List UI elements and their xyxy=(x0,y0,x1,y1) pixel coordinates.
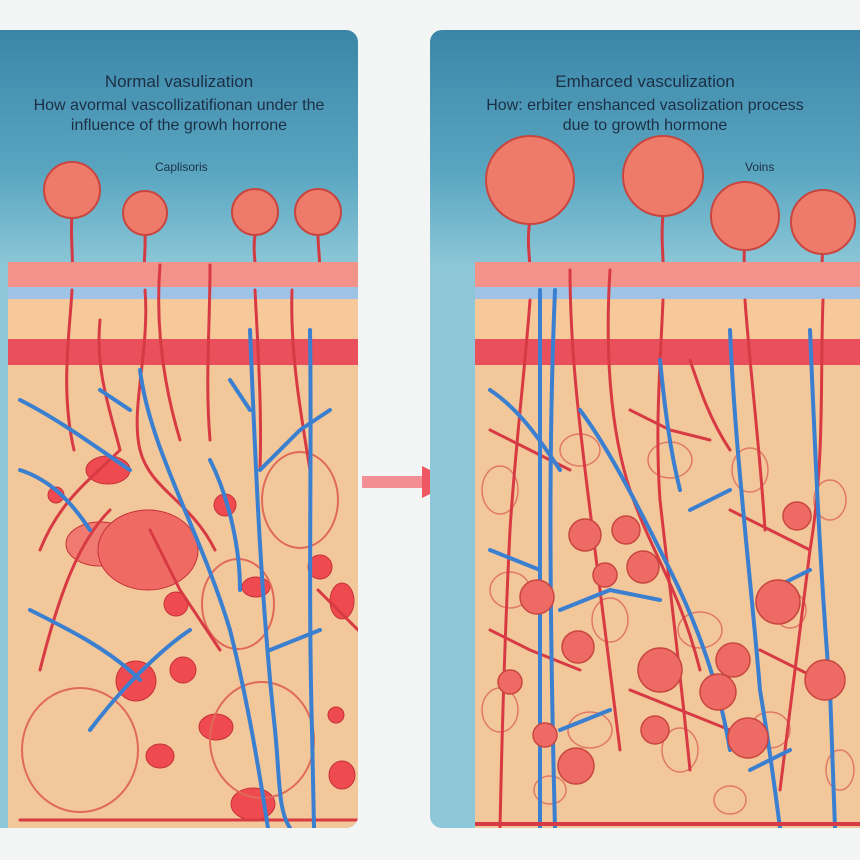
basal-layer xyxy=(475,339,860,365)
angiogenic-nodules xyxy=(497,501,846,785)
veins-label: Voins xyxy=(745,160,775,174)
surface-bulbs xyxy=(485,135,856,301)
right-panel-title: Emharced vasculization xyxy=(555,72,735,91)
capillaries-label: Caplisoris xyxy=(155,160,208,174)
epidermis-top xyxy=(475,262,860,287)
veins xyxy=(488,288,837,828)
surface-bulbs xyxy=(43,161,342,291)
veins xyxy=(18,328,332,828)
arteries xyxy=(18,263,358,822)
epidermis-layer xyxy=(475,299,860,339)
left-panel-title: Normal vasulization xyxy=(104,72,254,91)
enhanced-vascularization-panel: Emharced vasculization How: erbiter ensh… xyxy=(430,30,860,828)
epidermis-top xyxy=(8,262,358,287)
arteries xyxy=(488,268,842,828)
normal-vascularization-panel: Normal vasulization How avormal vascolli… xyxy=(0,30,358,828)
right-panel-subtitle-line1: How: erbiter enshanced vasolization proc… xyxy=(486,97,804,114)
right-panel-subtitle-line2: due to growth hormone xyxy=(562,117,728,134)
enhanced-tissue-illustration xyxy=(475,135,860,828)
left-panel-subtitle-line2: influence of the growh horrone xyxy=(70,117,288,134)
normal-tissue-illustration xyxy=(8,161,358,828)
epidermis-layer xyxy=(8,299,358,339)
basal-layer xyxy=(8,339,358,365)
left-panel-subtitle-line1: How avormal vascollizatifionan under the xyxy=(33,97,325,114)
